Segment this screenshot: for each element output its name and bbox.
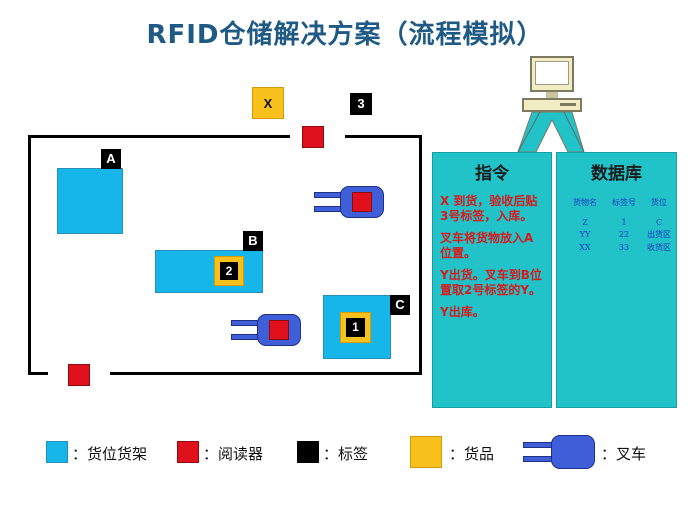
legend-reader-label: ：阅读器 — [203, 445, 264, 463]
table-row: Z 1 C — [565, 217, 675, 228]
gate-reader-top — [302, 126, 324, 148]
forklift-icon — [314, 186, 386, 220]
db-cell: 1 — [621, 218, 627, 227]
shelf-b — [155, 250, 263, 293]
database-table: 货物名 标签号 货位 Z 1 C YY 22 出货区 XX 33 收货区 — [565, 196, 675, 254]
shelf-c-tag: C — [390, 295, 410, 315]
incoming-goods-x: X — [252, 87, 284, 119]
db-cell: C — [655, 218, 663, 227]
forklift-icon — [523, 435, 595, 471]
command-step-1: X 到货，验收后贴3号标签，入库。 — [440, 194, 538, 223]
db-cell: Z — [582, 218, 588, 227]
db-col-tag: 标签号 — [612, 198, 636, 207]
incoming-goods-label: X — [263, 95, 273, 111]
database-panel-title: 数据库 — [591, 164, 642, 184]
db-col-slot: 货位 — [651, 198, 667, 207]
command-panel-title: 指令 — [475, 164, 509, 184]
forklift-reader — [352, 192, 372, 212]
goods-tag-2: 2 — [220, 262, 238, 280]
db-cell: 33 — [618, 243, 630, 252]
wall-left — [28, 135, 31, 375]
db-cell: 22 — [618, 230, 630, 239]
shelf-b-tag: B — [243, 231, 263, 251]
db-cell: YY — [579, 230, 591, 239]
goods-on-shelf-c: 1 — [340, 312, 371, 343]
forklift-icon — [231, 314, 301, 348]
command-panel: 指令 X 到货，验收后贴3号标签，入库。 叉车将货物放入A位置。 Y出货。叉车到… — [432, 152, 552, 408]
legend-shelf-swatch — [46, 441, 68, 463]
wall-top-right — [345, 135, 422, 138]
table-row: XX 33 收货区 — [565, 241, 675, 254]
legend-forklift-label: ：叉车 — [601, 445, 647, 463]
command-step-2: 叉车将货物放入A位置。 — [440, 231, 534, 260]
wall-top-left — [28, 135, 290, 138]
legend-goods-label: ：货品 — [449, 445, 495, 463]
database-panel: 数据库 货物名 标签号 货位 Z 1 C YY 22 出货区 XX 33 收货区 — [556, 152, 677, 408]
legend-reader-swatch — [177, 441, 199, 463]
table-row: YY 22 出货区 — [565, 228, 675, 241]
goods-tag-1: 1 — [346, 318, 365, 337]
goods-on-shelf-b: 2 — [214, 256, 244, 286]
db-cell: 收货区 — [647, 243, 671, 252]
wall-right — [419, 135, 422, 375]
wall-bottom-left — [28, 372, 48, 375]
legend-goods-swatch — [410, 436, 442, 468]
legend-tag-swatch — [297, 441, 319, 463]
legend-tag-label: ：标签 — [323, 445, 369, 463]
db-cell: XX — [579, 243, 591, 252]
forklift-reader — [269, 320, 289, 340]
db-col-name: 货物名 — [573, 198, 597, 207]
shelf-a — [57, 168, 123, 234]
db-cell: 出货区 — [647, 230, 671, 239]
wall-bottom-right — [110, 372, 422, 375]
page-title: RFID仓储解决方案（流程模拟） — [146, 20, 544, 50]
command-step-4: Y出库。 — [440, 305, 485, 319]
gate-reader-bottom — [68, 364, 90, 386]
shelf-a-tag: A — [101, 149, 121, 169]
gate-tag-3: 3 — [350, 93, 372, 115]
command-step-3: Y出货。叉车到B位置取2号标签的Y。 — [440, 268, 542, 297]
legend-shelf-label: ：货位货架 — [72, 445, 148, 463]
computer-icon — [520, 56, 584, 120]
